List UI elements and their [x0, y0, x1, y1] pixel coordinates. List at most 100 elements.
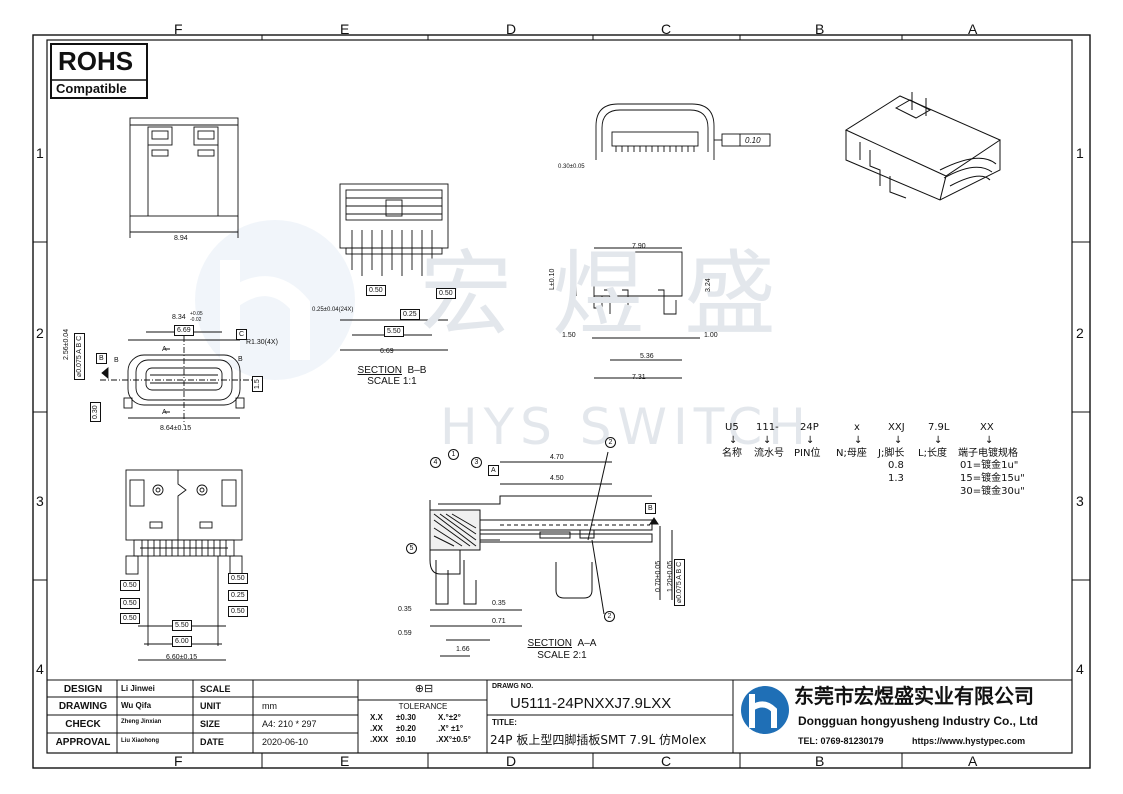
bottom-dim-e: 0.25: [228, 590, 248, 601]
side-view: [595, 103, 771, 160]
bottom-dim-i: 6.60±0.15: [166, 654, 198, 661]
aa-datum-b: B: [645, 503, 656, 514]
zone-top-a: A: [968, 21, 978, 37]
code-j-13: 1.3: [888, 473, 904, 484]
tb-label-check: CHECK: [65, 719, 101, 730]
top-view: [129, 117, 239, 238]
code-xx: XX: [980, 422, 994, 433]
bottom-dim-g: 5.50: [172, 620, 192, 631]
zone-bottom-e: E: [340, 753, 350, 769]
right-dim-790: 7.90: [632, 243, 646, 250]
tb-label-approval: APPROVAL: [55, 737, 111, 748]
section-aa-view: [429, 451, 673, 657]
zone-right-4: 4: [1076, 661, 1084, 677]
code-arrow-3: ↓: [806, 435, 815, 446]
watermark-chinese: 宏煜盛: [420, 241, 817, 348]
callout-3: 3: [471, 457, 482, 468]
code-arrow-2: ↓: [763, 435, 772, 446]
tb-value-unit: mm: [262, 701, 277, 711]
bottom-dim-d: 0.50: [228, 573, 248, 584]
bottom-dim-b: 0.50: [120, 598, 140, 609]
section-bb-title: SECTION B–B: [357, 365, 427, 376]
code-arrow-1: ↓: [729, 435, 738, 446]
right-dim-100: 1.00: [704, 332, 718, 339]
drawing-title: 24P 板上型四脚插板SMT 7.9L 仿Molex: [490, 733, 707, 747]
right-dim-150: 1.50: [562, 332, 576, 339]
right-dim-l: L±0.10: [549, 268, 556, 290]
code-arrow-7: ↓: [985, 435, 994, 446]
rohs-title: ROHS: [58, 46, 134, 76]
front-section-a-top: A: [162, 346, 167, 353]
code-plating-30: 30=镀金30u": [960, 486, 1025, 497]
front-right-small: 1.5: [252, 376, 263, 392]
bb-dim-550: 5.50: [384, 326, 404, 337]
tb-label-design: DESIGN: [63, 684, 103, 695]
callout-2-top: 2: [605, 437, 616, 448]
tb-key-date: DATE: [200, 737, 224, 747]
front-width-tol: +0.05 -0.02: [190, 311, 203, 323]
zone-bottom-c: C: [661, 753, 672, 769]
zone-top-c: C: [661, 21, 672, 37]
code-name-79l: L;长度: [918, 448, 947, 459]
front-radius: R1.30(4X): [246, 339, 278, 346]
bottom-view: [125, 469, 243, 661]
bb-dim-050-right: 0.50: [436, 288, 456, 299]
code-plating-15: 15=镀金15u": [960, 473, 1025, 484]
callout-5: 5: [406, 543, 417, 554]
code-111: 111-: [756, 422, 779, 433]
tb-key-unit: UNIT: [200, 701, 221, 711]
tol-c-2: .X° ±1°: [438, 724, 464, 733]
top-view-width-dim: 8.94: [174, 235, 188, 242]
zone-top-f: F: [174, 21, 183, 37]
code-arrow-5: ↓: [894, 435, 903, 446]
title-block-grid: [47, 679, 1072, 753]
aa-dim-035-right: 0.35: [492, 600, 506, 607]
projection-symbol-icon: ⊕⊟: [414, 683, 434, 695]
outer-frame: [32, 34, 1091, 769]
aa-dim-059: 0.59: [398, 630, 412, 637]
tb-value-size: A4: 210 * 297: [262, 719, 317, 729]
front-view: [100, 325, 262, 425]
front-datum-c: C: [236, 329, 248, 340]
aa-dim-470: 4.70: [550, 454, 564, 461]
watermark-logo-icon: [195, 220, 355, 380]
tb-key-size: SIZE: [200, 719, 221, 729]
right-dim-536: 5.36: [640, 353, 654, 360]
bottom-dim-h: 6.00: [172, 636, 192, 647]
bottom-dim-a: 0.50: [120, 580, 140, 591]
code-name-x: N;母座: [836, 448, 867, 459]
tol-a-3: .XXX: [370, 735, 389, 744]
bottom-dim-f: 0.50: [228, 606, 248, 617]
drawing-no: U5111-24PNXXJ7.9LXX: [510, 695, 672, 712]
front-left-tol: ⌀0.075 A B C: [74, 332, 85, 380]
aa-dim-035-left: 0.35: [398, 606, 412, 613]
zone-bottom-d: D: [506, 753, 517, 769]
company-tel: TEL: 0769-81230179: [798, 736, 884, 746]
front-section-a-bottom: A: [162, 409, 167, 416]
bb-dim-050-left: 0.50: [366, 285, 386, 296]
bottom-dim-c: 0.50: [120, 613, 140, 624]
section-aa-title: SECTION A–A: [527, 638, 597, 649]
aa-dim-071: 0.71: [492, 618, 506, 625]
side-small-dim: 0.30±0.05: [558, 164, 585, 170]
section-bb-scale: SCALE 1:1: [367, 376, 417, 387]
bb-dim-025-24x: 0.25±0.04(24X): [312, 307, 354, 313]
tb-value-date: 2020-06-10: [262, 737, 309, 747]
bb-dim-669: 6.69: [380, 348, 394, 355]
company-web: https://www.hystypec.com: [912, 736, 1026, 746]
tb-name-check: Zheng Jinxian: [121, 719, 162, 725]
code-plating-01: 01=镀金1u": [960, 460, 1019, 471]
front-bottom-dim: 8.64±0.15: [160, 425, 192, 432]
tol-a-1: X.X: [370, 713, 383, 722]
drawing-no-label: DRAWG NO.: [492, 683, 534, 690]
aa-dim-166: 1.66: [456, 646, 470, 653]
right-view: [575, 247, 700, 379]
code-name-xxj: J;脚长: [878, 448, 905, 459]
front-left-small: 0.30: [90, 402, 101, 422]
zone-right-3: 3: [1076, 493, 1084, 509]
tol-b-3: ±0.10: [396, 735, 416, 744]
tol-c-1: X.°±2°: [438, 713, 461, 722]
code-name-u5: 名称: [722, 448, 742, 459]
inner-frame: [46, 39, 1073, 754]
aa-dim-450: 4.50: [550, 475, 564, 482]
